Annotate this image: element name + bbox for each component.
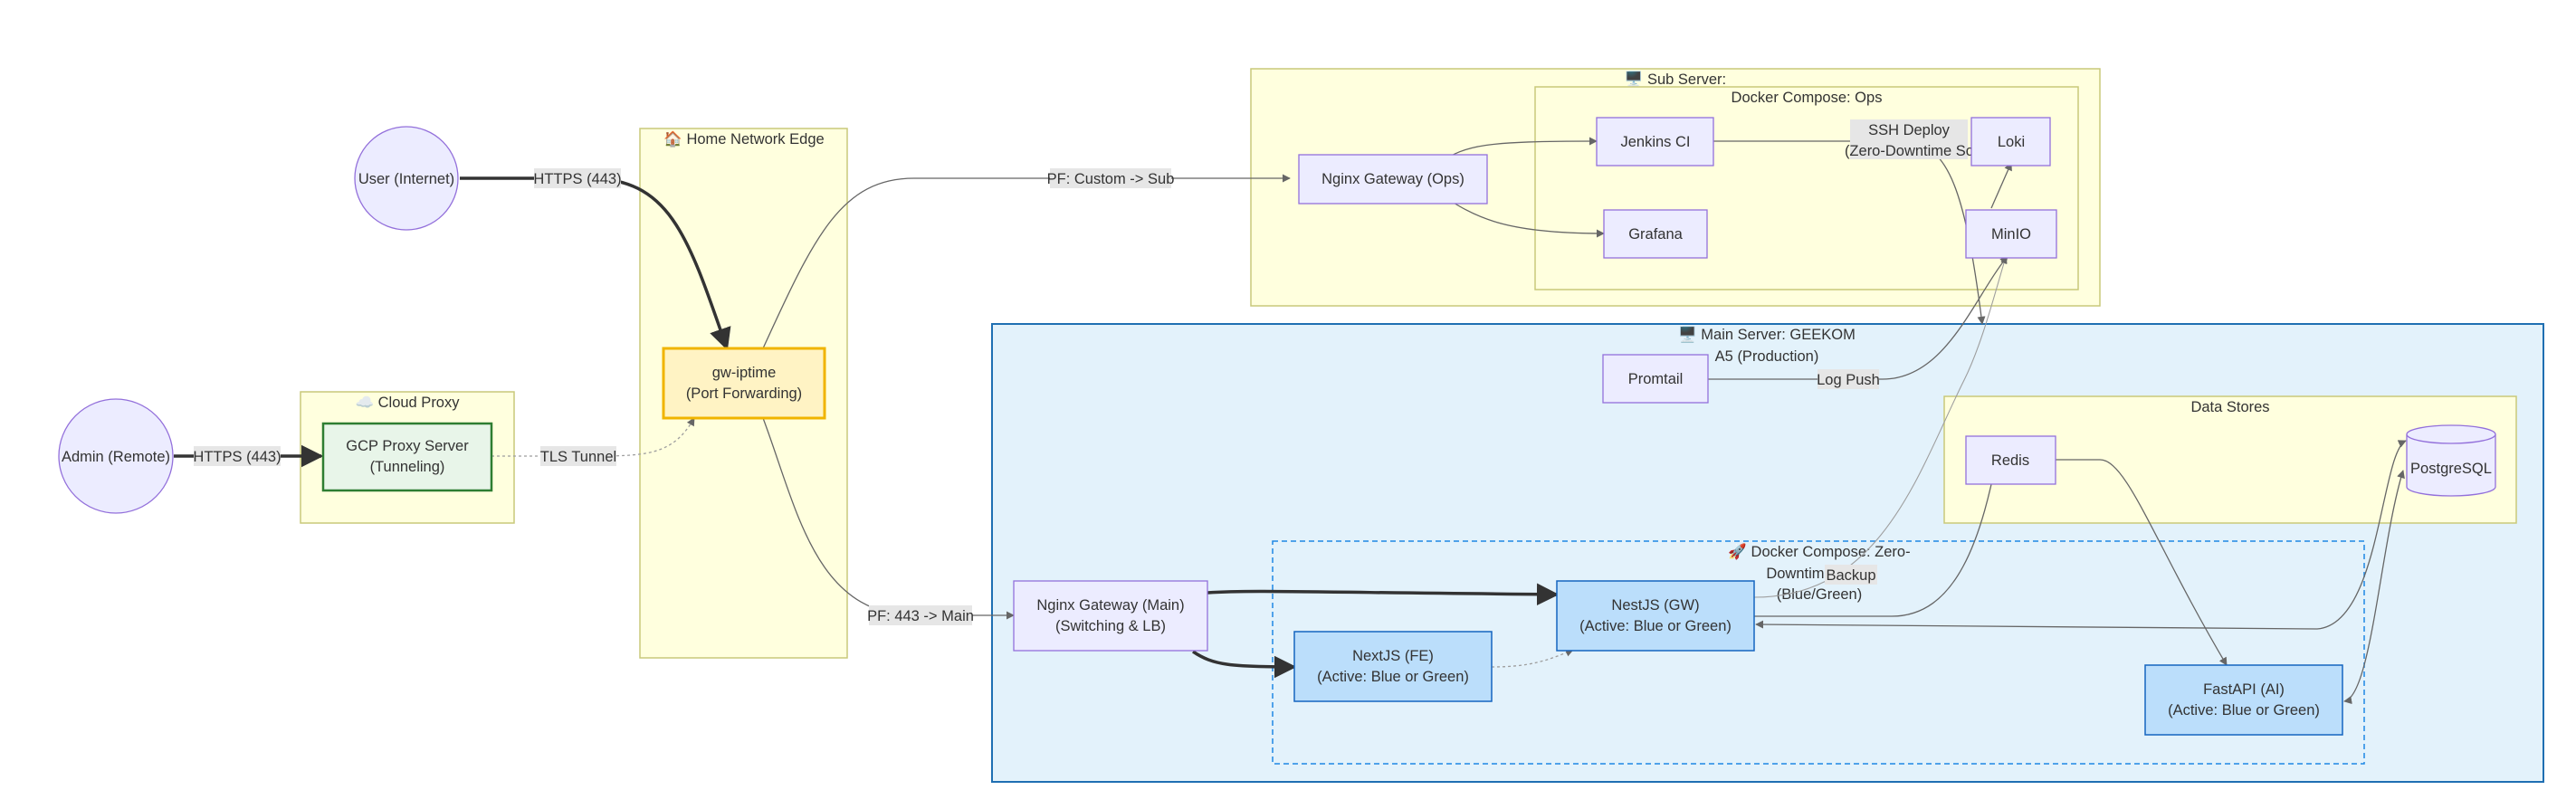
node-jenkins-ci[interactable]: Jenkins CI <box>1596 117 1714 167</box>
edge-label-tls-tunnel: TLS Tunnel <box>540 446 616 466</box>
edge-nginx-main-to-nestjs <box>1207 583 1560 606</box>
group-title-sub-server: 🖥️ Sub Server: <box>1625 71 1726 88</box>
svg-text:HTTPS (443): HTTPS (443) <box>533 171 621 187</box>
edge-label-backup: Backup <box>1825 565 1877 585</box>
edge-redis-to-fastapi <box>2055 459 2228 666</box>
node-loki[interactable]: Loki <box>1970 117 2051 167</box>
svg-text:(Active: Blue or Green): (Active: Blue or Green) <box>2168 702 2320 719</box>
svg-text:PF: 443 -> Main: PF: 443 -> Main <box>867 608 974 624</box>
edge-nginx-main-to-nextjs <box>1192 650 1297 679</box>
svg-text:Promtail: Promtail <box>1628 371 1684 387</box>
edge-minio-to-loki <box>1990 162 2012 209</box>
node-promtail[interactable]: Promtail <box>1602 354 1709 404</box>
node-admin-remote[interactable]: Admin (Remote) <box>58 398 174 514</box>
node-grafana[interactable]: Grafana <box>1603 209 1708 259</box>
svg-text:Jenkins CI: Jenkins CI <box>1620 134 1690 150</box>
svg-text:NextJS (FE): NextJS (FE) <box>1352 648 1434 664</box>
node-redis[interactable]: Redis <box>1965 435 2056 485</box>
svg-text:(Active: Blue or Green): (Active: Blue or Green) <box>1579 618 1732 634</box>
svg-text:User (Internet): User (Internet) <box>358 171 454 187</box>
edge-label-pf-sub: PF: Custom -> Sub <box>1047 168 1175 188</box>
svg-text:Loki: Loki <box>1998 134 2025 150</box>
svg-text:TLS Tunnel: TLS Tunnel <box>540 449 616 465</box>
svg-text:MinIO: MinIO <box>1991 226 2031 243</box>
svg-text:Nginx Gateway (Main): Nginx Gateway (Main) <box>1036 597 1184 614</box>
svg-text:Redis: Redis <box>1991 452 2029 469</box>
svg-text:(Zero-Downtime Sc: (Zero-Downtime Sc <box>1845 143 1973 159</box>
node-user-internet[interactable]: User (Internet) <box>354 126 459 231</box>
node-gw-iptime[interactable]: gw-iptime (Port Forwarding) <box>662 347 826 420</box>
group-subtitle-main-server: A5 (Production) <box>1715 348 1819 365</box>
group-title-docker-zero-3: (Blue/Green) <box>1777 586 1862 603</box>
node-postgresql[interactable]: PostgreSQL <box>2406 424 2496 497</box>
svg-text:(Switching & LB): (Switching & LB) <box>1055 618 1166 634</box>
edge-fastapi-to-postgres <box>2343 470 2405 705</box>
svg-text:(Port Forwarding): (Port Forwarding) <box>686 385 802 402</box>
svg-text:GCP Proxy Server: GCP Proxy Server <box>346 438 469 454</box>
node-minio[interactable]: MinIO <box>1965 209 2057 259</box>
svg-text:(Tunneling): (Tunneling) <box>370 459 445 475</box>
edge-label-ssh-deploy: SSH Deploy (Zero-Downtime Sc <box>1845 119 1973 159</box>
group-title-docker-ops: Docker Compose: Ops <box>1732 90 1883 106</box>
svg-text:FastAPI (AI): FastAPI (AI) <box>2203 681 2285 698</box>
node-nginx-gateway-main[interactable]: Nginx Gateway (Main) (Switching & LB) <box>1013 580 1208 652</box>
group-title-docker-zero-2: Downtime <box>1766 566 1832 582</box>
group-title-data-stores: Data Stores <box>2190 399 2269 415</box>
svg-text:Nginx Gateway (Ops): Nginx Gateway (Ops) <box>1321 171 1465 187</box>
svg-text:HTTPS (443): HTTPS (443) <box>193 449 281 465</box>
svg-text:Log Push: Log Push <box>1817 372 1880 388</box>
group-title-docker-zero-1: 🚀 Docker Compose: Zero- <box>1728 543 1910 560</box>
edge-promtail-to-minio <box>1708 255 2008 380</box>
svg-text:PF: Custom -> Sub: PF: Custom -> Sub <box>1047 171 1175 187</box>
svg-text:(Active: Blue or Green): (Active: Blue or Green) <box>1317 669 1469 685</box>
node-gcp-proxy-server[interactable]: GCP Proxy Server (Tunneling) <box>321 422 493 492</box>
node-nginx-gateway-ops[interactable]: Nginx Gateway (Ops) <box>1298 154 1488 205</box>
edge-label-log-push: Log Push <box>1817 369 1880 389</box>
svg-text:Admin (Remote): Admin (Remote) <box>62 449 170 465</box>
svg-text:NestJS (GW): NestJS (GW) <box>1611 597 1699 614</box>
edge-gcp-to-gw <box>491 417 695 457</box>
edge-gw-to-nginx-ops <box>762 174 1291 349</box>
edge-label-pf-main: PF: 443 -> Main <box>867 605 974 625</box>
svg-text:Backup: Backup <box>1826 567 1875 584</box>
svg-text:Grafana: Grafana <box>1628 226 1683 243</box>
edge-label-https-admin: HTTPS (443) <box>193 446 281 466</box>
node-nextjs-fe[interactable]: NextJS (FE) (Active: Blue or Green) <box>1293 631 1493 702</box>
node-fastapi-ai[interactable]: FastAPI (AI) (Active: Blue or Green) <box>2144 664 2343 736</box>
group-title-main-server: 🖥️ Main Server: GEEKOM <box>1678 326 1856 343</box>
svg-text:PostgreSQL: PostgreSQL <box>2410 461 2492 477</box>
group-title-cloud-proxy: ☁️ Cloud Proxy <box>355 395 460 411</box>
edge-nextjs-to-nestjs <box>1491 649 1574 668</box>
edge-label-https-user: HTTPS (443) <box>533 168 622 188</box>
group-title-home-edge: 🏠 Home Network Edge <box>663 130 824 148</box>
node-nestjs-gw[interactable]: NestJS (GW) (Active: Blue or Green) <box>1556 580 1755 652</box>
svg-text:gw-iptime: gw-iptime <box>712 365 777 381</box>
svg-text:SSH Deploy: SSH Deploy <box>1868 122 1951 138</box>
